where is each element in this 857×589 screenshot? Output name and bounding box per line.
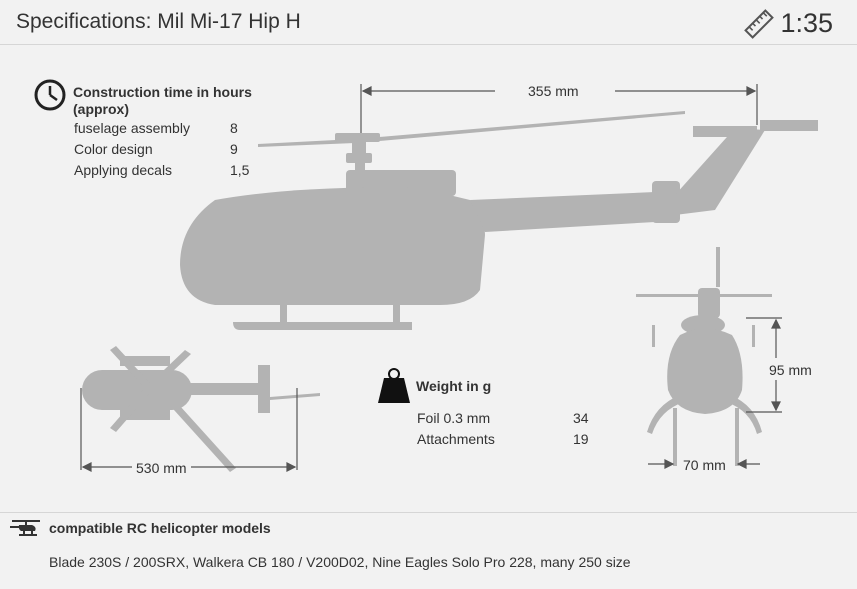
page-title: Specifications: Mil Mi-17 Hip H [16,10,301,33]
side-length-label: 355 mm [524,83,583,99]
weight-row-label: Foil 0.3 mm [417,410,491,426]
construction-row-label: fuselage assembly [74,120,190,136]
helicopter-drawings [34,79,818,472]
construction-title-sub: (approx) [73,101,129,117]
top-length-dimension [80,388,298,472]
front-width-label: 70 mm [679,457,730,473]
compatible-models: Blade 230S / 200SRX, Walkera CB 180 / V2… [49,554,631,570]
front-height-dimension [746,317,782,413]
compatible-title: compatible RC helicopter models [49,520,271,536]
weight-row-label: Attachments [417,431,495,447]
weight-row-value: 34 [573,410,589,426]
ruler-icon [744,8,775,39]
scale-value: 1:35 [780,8,833,38]
scale-display: 1:35 [744,8,833,39]
top-length-label: 530 mm [132,460,191,476]
top-view-silhouette [82,346,320,472]
clock-icon [34,79,66,111]
construction-row-value: 1,5 [230,162,250,178]
weight-title: Weight in g [416,378,492,394]
construction-row-label: Color design [74,141,153,157]
front-width-dimension [648,459,760,469]
weight-row-value: 19 [573,431,589,447]
construction-row-value: 8 [230,120,238,136]
construction-title: Construction time in hours [73,84,252,100]
side-length-dimension [360,84,758,133]
page-header: Specifications: Mil Mi-17 Hip H 1:35 [0,0,857,45]
construction-row-value: 9 [230,141,238,157]
helicopter-icon [10,520,40,536]
side-view-silhouette [180,111,818,330]
construction-row-label: Applying decals [74,162,173,178]
front-view-silhouette [636,247,772,466]
front-height-label: 95 mm [765,362,816,378]
weight-icon [378,368,410,403]
footer-divider [0,512,857,513]
